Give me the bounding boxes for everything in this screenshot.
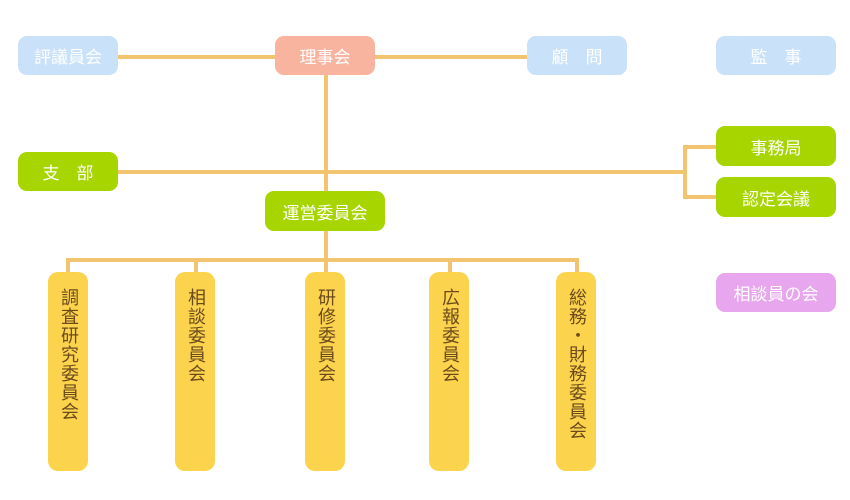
advisor-label: 顧 問 [551, 48, 603, 68]
board-of-directors-label: 理事会 [299, 48, 351, 68]
connector-committee-5 [575, 258, 579, 273]
committee-label: 研修委員会 [315, 288, 336, 383]
branch-label: 支 部 [42, 164, 94, 184]
steering-committee-box: 運営委員会 [265, 191, 385, 231]
certification-council-label: 認定会議 [742, 189, 810, 210]
connector-board-steering [324, 74, 328, 192]
connector-committees-bus [66, 258, 579, 262]
counselors-association-box: 相談員の会 [716, 273, 836, 312]
secretariat-label: 事務局 [750, 138, 802, 159]
counselors-association-label: 相談員の会 [733, 285, 819, 305]
connector-committee-4 [448, 258, 452, 273]
committee-label: 広報委員会 [439, 288, 460, 383]
advisor-box: 顧 問 [527, 36, 627, 75]
board-of-directors-box: 理事会 [275, 36, 375, 75]
committee-research: 調査研究委員会 [48, 272, 88, 471]
steering-committee-label: 運営委員会 [282, 203, 368, 224]
connector-branch-secretariat [117, 170, 685, 174]
connector-board-advisor [374, 55, 528, 59]
secretariat-box: 事務局 [716, 126, 836, 166]
connector-bracket-bottom [683, 195, 717, 199]
council-label: 評議員会 [34, 48, 102, 68]
branch-box: 支 部 [18, 152, 118, 191]
committee-label: 調査研究委員会 [58, 288, 79, 421]
committee-training: 研修委員会 [305, 272, 345, 471]
connector-steering-down [324, 230, 328, 260]
connector-council-board [118, 55, 276, 59]
committee-general-affairs-finance: 総務・財務委員会 [556, 272, 596, 471]
committee-public-relations: 広報委員会 [429, 272, 469, 471]
council-box: 評議員会 [18, 36, 118, 75]
connector-bracket-top [683, 145, 717, 149]
committee-consultation: 相談委員会 [175, 272, 215, 471]
connector-bracket-vertical [683, 145, 687, 199]
auditor-box: 監 事 [716, 36, 836, 75]
connector-committee-3 [324, 258, 328, 273]
connector-committee-1 [66, 258, 70, 273]
certification-council-box: 認定会議 [716, 177, 836, 217]
committee-label: 総務・財務委員会 [566, 288, 587, 440]
committee-label: 相談委員会 [185, 288, 206, 383]
connector-committee-2 [194, 258, 198, 273]
auditor-label: 監 事 [750, 48, 802, 68]
